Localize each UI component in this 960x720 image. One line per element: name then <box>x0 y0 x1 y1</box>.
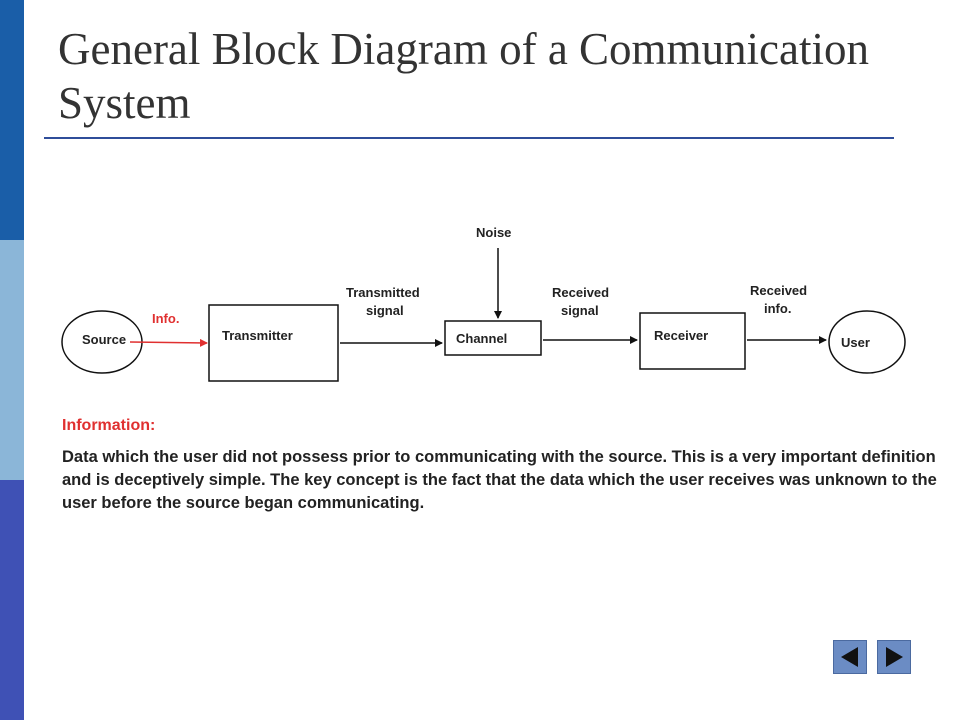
transmitted-label-line1: Transmitted <box>346 285 420 300</box>
triangle-right-icon <box>886 647 903 667</box>
source-label: Source <box>82 332 126 347</box>
sidebar-decoration <box>0 0 24 720</box>
info-arrow <box>129 338 208 347</box>
sidebar-segment-middle <box>0 240 24 480</box>
transmitted-label-line2: signal <box>366 303 404 318</box>
received-label-line2: signal <box>561 303 599 318</box>
information-body: Data which the user did not possess prio… <box>62 448 937 512</box>
sidebar-segment-bottom <box>0 480 24 720</box>
channel-node <box>444 320 542 356</box>
received-info-label-line2: info. <box>764 301 791 316</box>
channel-label: Channel <box>456 331 507 346</box>
previous-slide-button[interactable] <box>833 640 867 674</box>
slide-title: General Block Diagram of a Communication… <box>58 24 870 128</box>
user-node <box>828 310 906 374</box>
sidebar-segment-top <box>0 0 24 240</box>
receiver-node <box>639 312 746 370</box>
user-label: User <box>841 335 870 350</box>
title-underline <box>44 137 894 139</box>
received-label-line1: Received <box>552 285 609 300</box>
information-heading: Information: <box>62 417 156 434</box>
noise-label: Noise <box>476 225 511 240</box>
transmitter-label: Transmitter <box>222 328 293 343</box>
received-info-label-line1: Received <box>750 283 807 298</box>
transmitter-node <box>208 304 339 382</box>
receiver-label: Receiver <box>654 328 708 343</box>
next-slide-button[interactable] <box>877 640 911 674</box>
info-label: Info. <box>152 311 179 326</box>
triangle-left-icon <box>841 647 858 667</box>
